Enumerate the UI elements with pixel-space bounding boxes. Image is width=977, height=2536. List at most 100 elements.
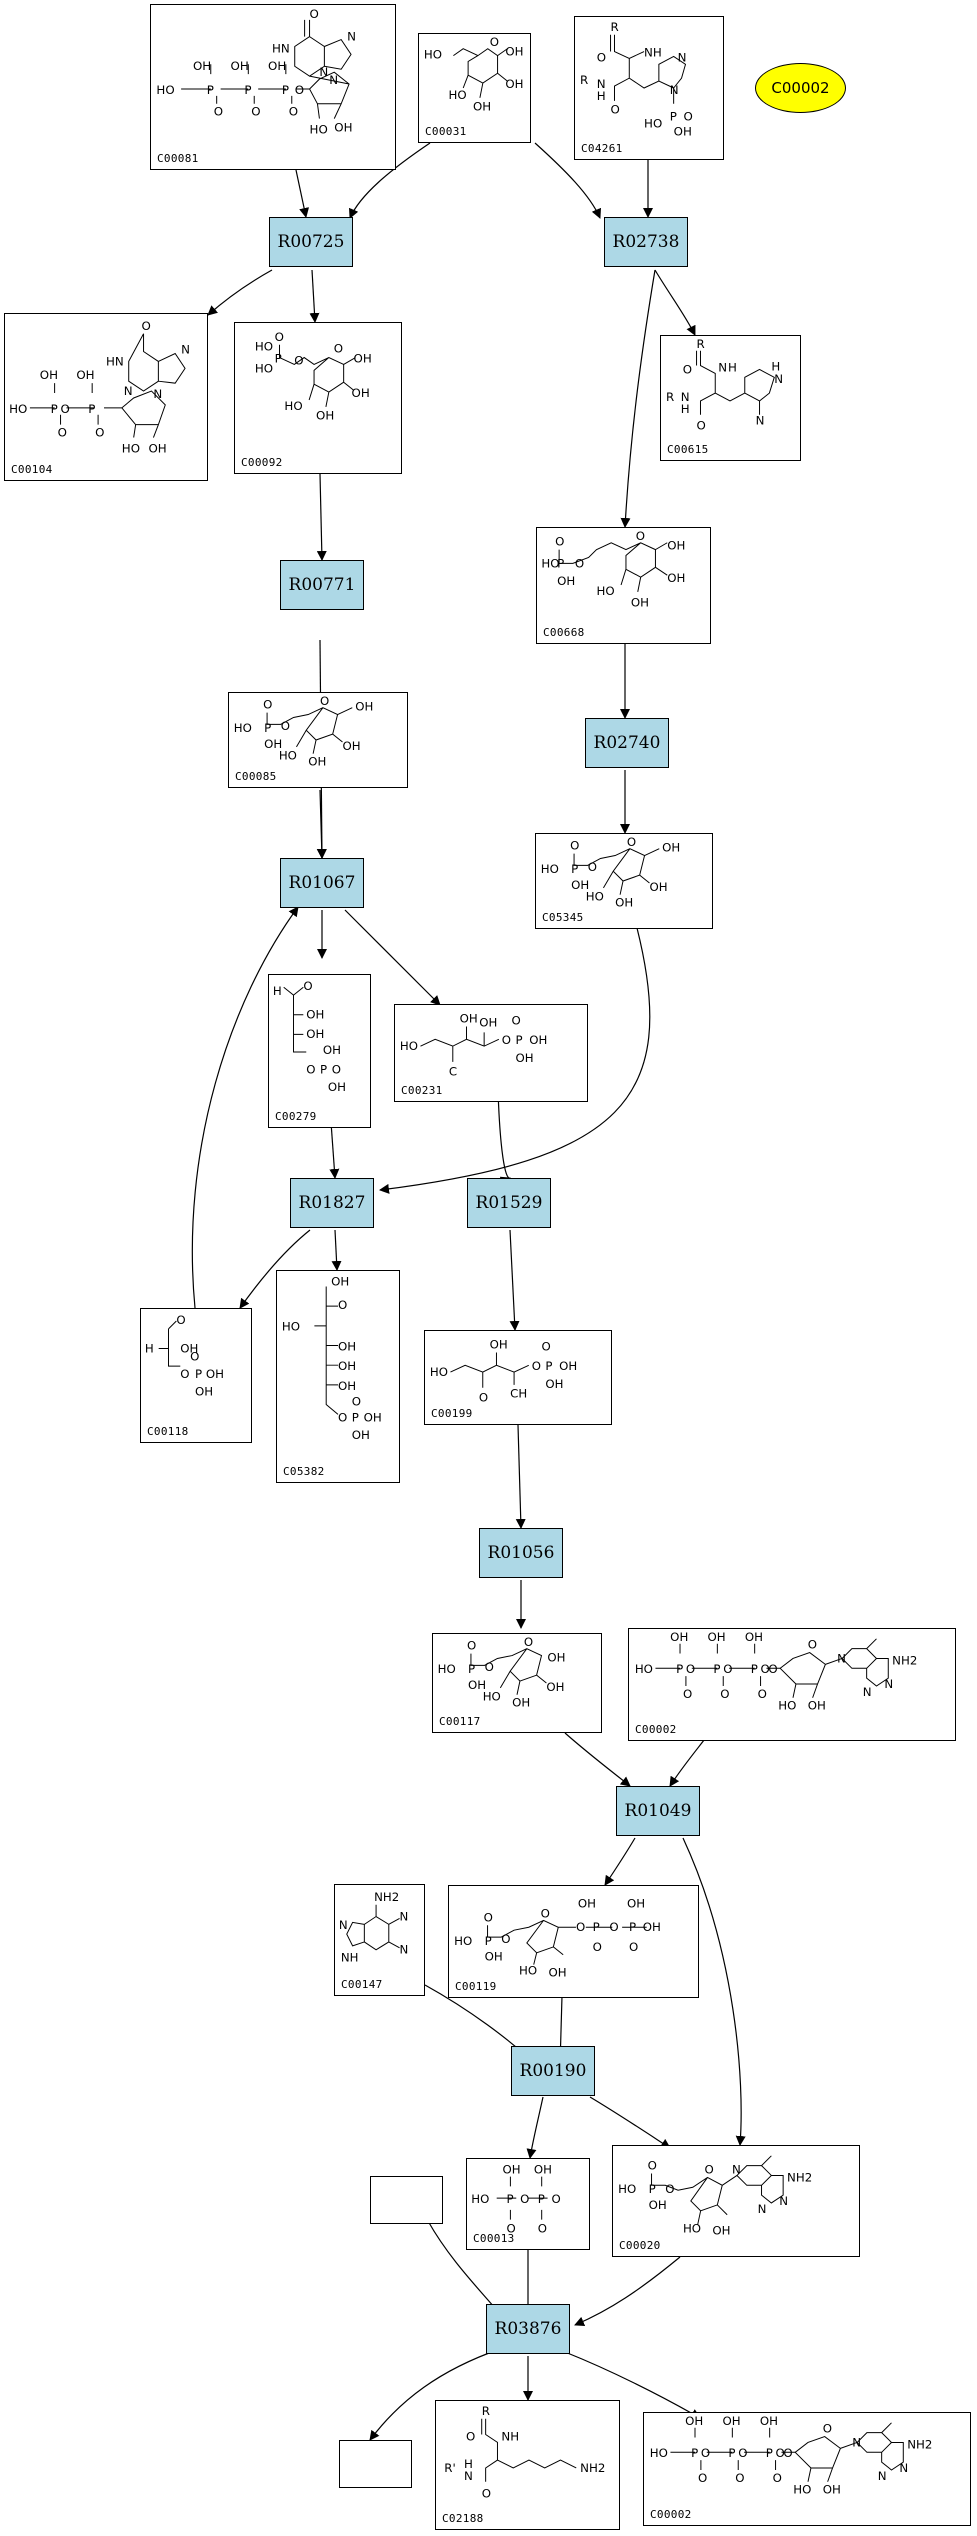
svg-text:HO: HO — [793, 2483, 811, 2497]
compound-c00085[interactable]: O HO P OH O O OH OH HO OH C00085 — [228, 692, 408, 788]
svg-text:P: P — [51, 402, 58, 416]
edge — [239, 1229, 311, 1309]
svg-text:NH: NH — [341, 1951, 359, 1965]
svg-text:R: R — [697, 337, 705, 351]
svg-text:P: P — [506, 2192, 513, 2206]
compound-id: C00615 — [667, 443, 709, 456]
svg-text:N: N — [852, 2435, 861, 2449]
svg-text:OH: OH — [490, 1338, 508, 1352]
svg-text:OH: OH — [712, 2223, 730, 2237]
compound-c00199[interactable]: HO OH O CH O P OH O OH C00199 — [424, 1330, 612, 1425]
compound-id: C00081 — [157, 152, 199, 165]
svg-text:H: H — [597, 89, 606, 103]
svg-text:O: O — [823, 2422, 832, 2436]
edge — [526, 2096, 544, 2159]
svg-text:OH: OH — [338, 1339, 356, 1353]
reaction-r00190[interactable]: R00190 — [511, 2046, 595, 2096]
reaction-r01067[interactable]: R01067 — [280, 858, 364, 908]
svg-text:O: O — [289, 105, 298, 119]
compound-c05345[interactable]: O HO P OH O O OH OH HO OH C05345 — [535, 833, 713, 929]
compound-id: C00279 — [275, 1110, 317, 1123]
svg-text:OH: OH — [503, 2163, 521, 2177]
svg-text:N: N — [863, 1685, 872, 1699]
svg-text:O: O — [597, 50, 606, 64]
empty-compound-box-2[interactable] — [339, 2440, 412, 2488]
svg-text:O: O — [482, 2486, 491, 2500]
reaction-r01049[interactable]: R01049 — [616, 1786, 700, 1836]
compound-c00668[interactable]: O HO P OH O O OH OH HO OH C00668 — [536, 527, 711, 644]
compound-c00081[interactable]: O HN N N N OH OH OH HO P P P O O O O HO … — [150, 4, 396, 170]
svg-text:OH: OH — [667, 571, 685, 585]
svg-text:O: O — [294, 353, 303, 367]
compound-c00117[interactable]: O HO P OH O O OH OH HO OH C00117 — [432, 1633, 602, 1733]
compound-c00031[interactable]: HO O OH OH HO OH C00031 — [418, 33, 531, 143]
edge — [207, 269, 273, 316]
compound-c00104[interactable]: O HN N N N OH OH HO P P O O O HO OH C001… — [4, 313, 208, 481]
compound-c05382[interactable]: OH O HO OH OH OH O P OH O OH C05382 — [276, 1270, 400, 1483]
svg-text:O: O — [61, 402, 70, 416]
svg-text:OH: OH — [331, 1274, 349, 1288]
svg-text:O: O — [251, 105, 260, 119]
svg-text:O: O — [320, 694, 329, 708]
svg-text:P: P — [195, 1367, 202, 1381]
reaction-r00725[interactable]: R00725 — [269, 217, 353, 267]
compound-id: C02188 — [442, 2512, 484, 2525]
reaction-r02738[interactable]: R02738 — [604, 217, 688, 267]
compound-c00002-mid[interactable]: OH OH OH HO P P P O O O O O O O O N NH2 … — [628, 1628, 956, 1741]
edge — [497, 1089, 511, 1186]
svg-text:O: O — [303, 979, 312, 993]
svg-text:OH: OH — [615, 895, 633, 909]
svg-text:OH: OH — [571, 878, 589, 892]
svg-text:OH: OH — [643, 1920, 661, 1934]
svg-text:HO: HO — [310, 122, 328, 136]
compound-c00013[interactable]: OH OH HO P O P O O O C00013 — [466, 2158, 590, 2250]
svg-text:R': R' — [444, 2461, 455, 2475]
svg-text:HO: HO — [650, 2446, 668, 2460]
empty-compound-box-1[interactable] — [370, 2176, 443, 2224]
compound-c00147[interactable]: NH2 N N N NH C00147 — [334, 1884, 425, 1996]
svg-text:HO: HO — [644, 116, 662, 130]
svg-text:OH: OH — [649, 880, 667, 894]
c00081-structure: O HN N N N OH OH OH HO P P P O O O O HO … — [156, 7, 356, 137]
compound-c00092[interactable]: O HO HO P O O OH OH HO OH C00092 — [234, 322, 402, 474]
compound-c00118[interactable]: O H OH O P OH O OH C00118 — [140, 1308, 252, 1443]
svg-text:OH: OH — [180, 1341, 198, 1355]
compound-id: C04261 — [581, 142, 623, 155]
svg-text:OH: OH — [548, 1965, 566, 1979]
compound-id: C00085 — [235, 770, 277, 783]
svg-text:O: O — [501, 1932, 510, 1946]
reaction-r01056[interactable]: R01056 — [479, 1528, 563, 1578]
reaction-r01529[interactable]: R01529 — [467, 1178, 551, 1228]
compound-c00615[interactable]: R O N H R N H O H N N C00615 — [660, 335, 801, 461]
highlight-compound-oval[interactable]: C00002 — [755, 63, 846, 113]
reaction-r03876[interactable]: R03876 — [486, 2304, 570, 2354]
svg-text:HO: HO — [9, 402, 27, 416]
svg-text:N: N — [400, 1909, 409, 1923]
compound-c00119[interactable]: O HO P OH O O O P O P OH OH OH O O HO OH… — [448, 1885, 699, 1998]
edge — [316, 789, 327, 859]
svg-text:OH: OH — [231, 59, 249, 73]
compound-c00231[interactable]: HO OH OH C O P OH O OH C00231 — [394, 1004, 588, 1102]
svg-text:O: O — [808, 1638, 817, 1652]
svg-text:OH: OH — [708, 1630, 726, 1644]
reaction-r01827[interactable]: R01827 — [290, 1178, 374, 1228]
svg-text:N: N — [678, 50, 687, 64]
compound-c04261[interactable]: R O NH R N H O N N P O HO OH C04261 — [574, 16, 724, 160]
svg-text:O: O — [520, 2192, 529, 2206]
svg-text:P: P — [207, 83, 214, 97]
svg-text:OH: OH — [364, 1410, 382, 1424]
svg-text:P: P — [728, 2446, 735, 2460]
reaction-r02740[interactable]: R02740 — [585, 718, 669, 768]
svg-text:NH: NH — [644, 45, 662, 59]
svg-text:O: O — [665, 2182, 674, 2196]
compound-c00279[interactable]: H O OH OH OH O P O OH C00279 — [268, 974, 371, 1128]
compound-c02188[interactable]: R O NH R' H N O NH2 C02188 — [435, 2400, 620, 2530]
svg-text:HO: HO — [586, 890, 604, 904]
svg-text:O: O — [551, 2192, 560, 2206]
compound-c00020[interactable]: O HO P OH O O N NH2 N N HO OH C00020 — [612, 2145, 860, 2257]
c00199-structure: HO OH O CH O P OH O OH — [430, 1338, 577, 1405]
reaction-r00771[interactable]: R00771 — [280, 560, 364, 610]
compound-id: C00231 — [401, 1084, 443, 1097]
compound-c00002-bottom[interactable]: OH OH OH HO P P P O O O O O O O O N NH2 … — [643, 2412, 971, 2526]
svg-text:O: O — [636, 529, 645, 543]
